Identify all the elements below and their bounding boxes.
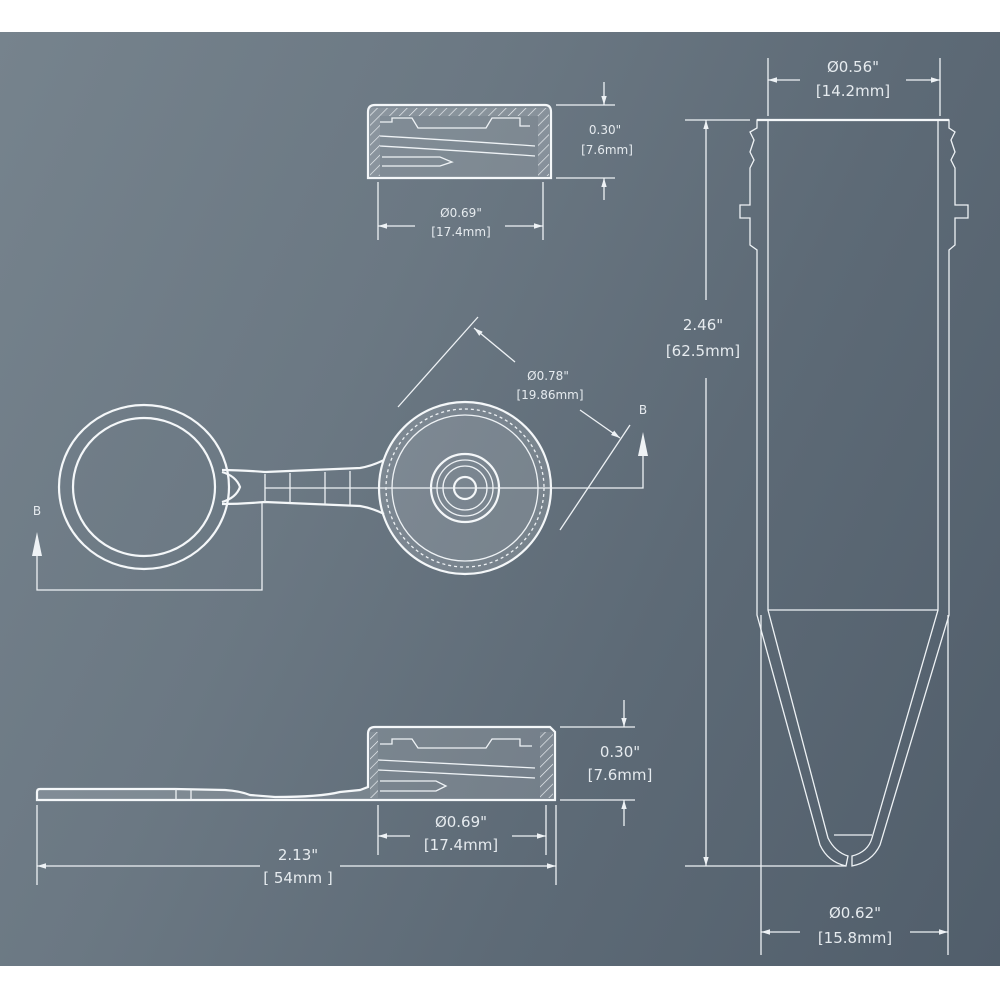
- section-label-b-right: B: [639, 403, 647, 417]
- tube-bottom-diameter-mm: [15.8mm]: [818, 929, 892, 947]
- tube-bottom-diameter-in: Ø0.62": [829, 904, 881, 922]
- cap-diameter-mm: [19.86mm]: [516, 388, 583, 402]
- cap-top-view: Ø0.78" [19.86mm] B B: [32, 316, 648, 591]
- cap-top-diameter-mm: [17.4mm]: [431, 225, 490, 239]
- cap-bottom-diameter-mm: [17.4mm]: [424, 836, 498, 854]
- cap-bottom-height-mm: [7.6mm]: [588, 766, 653, 784]
- section-label-b-left: B: [33, 504, 41, 518]
- drawing-background: [0, 32, 1000, 966]
- cap-length-mm: [ 54mm ]: [263, 869, 333, 887]
- tube-top-diameter-in: Ø0.56": [827, 58, 879, 76]
- cap-bottom-diameter-in: Ø0.69": [435, 813, 487, 831]
- tube-section-view: Ø0.56" [14.2mm] 2.46" [62.5mm] Ø0.62" [1…: [666, 58, 969, 955]
- cap-side-view-top: 0.30" [7.6mm] Ø0.69" [17.4mm]: [366, 82, 633, 240]
- tube-height-in: 2.46": [683, 316, 723, 334]
- cap-top-height-in: 0.30": [589, 123, 621, 137]
- tube-height-mm: [62.5mm]: [666, 342, 740, 360]
- cap-diameter-in: Ø0.78": [527, 369, 569, 383]
- cap-bottom-height-in: 0.30": [600, 743, 640, 761]
- cap-top-diameter-in: Ø0.69": [440, 206, 482, 220]
- cap-length-in: 2.13": [278, 846, 318, 864]
- tube-top-diameter-mm: [14.2mm]: [816, 82, 890, 100]
- cap-side-view-bottom: 0.30" [7.6mm] Ø0.69" [17.4mm] 2.13" [ 54…: [35, 700, 653, 887]
- cap-top-height-mm: [7.6mm]: [581, 143, 633, 157]
